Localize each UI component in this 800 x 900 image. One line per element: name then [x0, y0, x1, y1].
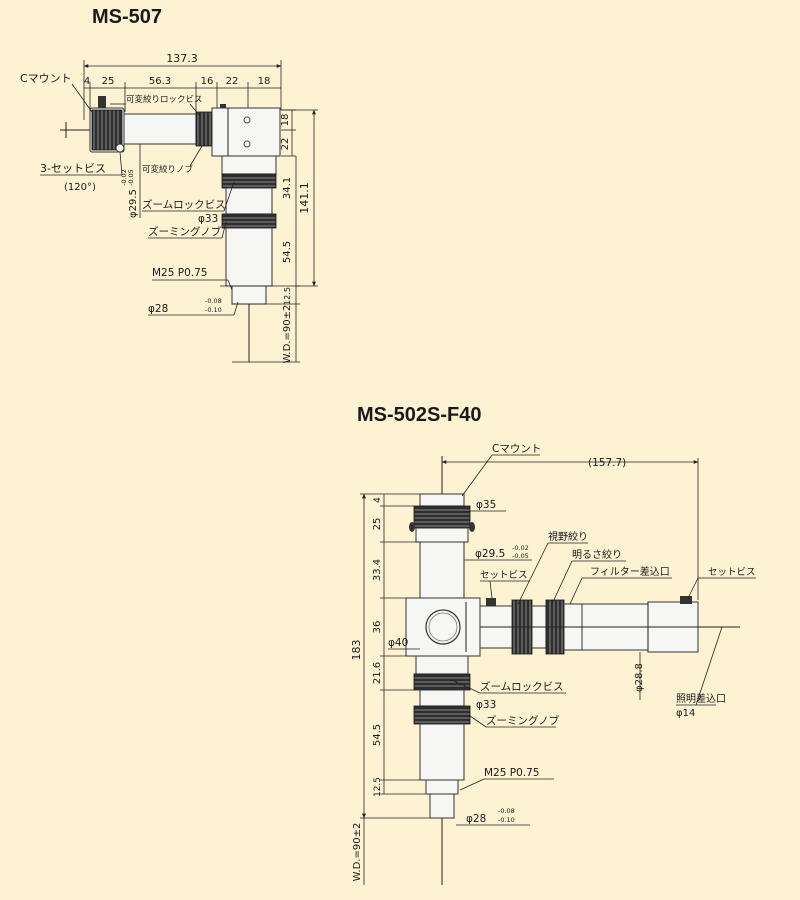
ms502-dim-25: 25 [372, 518, 383, 531]
ms502-label-set-screw-a: セットビス [480, 570, 528, 581]
ms502-dim-36: 36 [372, 621, 383, 634]
ms507-dim-12-5: 12.5 [283, 287, 292, 305]
ms507-label-120: (120°) [64, 182, 96, 193]
ms507-dim-34-1: 34.1 [282, 177, 293, 199]
ms507-title: MS-507 [92, 6, 163, 28]
ms507-dim-16: 16 [201, 76, 214, 87]
ms502-label-brightness-iris: 明るさ絞り [572, 548, 622, 561]
ms502-dim-phi40: φ40 [388, 637, 408, 649]
ms507-label-m25: M25 P0.75 [152, 267, 207, 279]
ms502-zoom-knob [413, 705, 471, 725]
ms502-drawing: 4 25 33.4 36 21.6 54.5 12.5 183 W.D.=90±… [350, 443, 756, 885]
ms502-dim-12-5: 12.5 [373, 777, 383, 797]
ms502-label-cmount: Cマウント [492, 443, 541, 455]
ms507-dim-18a: 18 [258, 76, 271, 87]
ms502-dim-phi28: φ28 [466, 813, 486, 825]
ms502-dim-phi28-tol-bot: -0.10 [498, 816, 515, 824]
ms507-dim-phi28: φ28 [148, 303, 168, 315]
ms507-label-zoom-knob: ズーミングノブ [148, 225, 222, 238]
ms507-label-3set: 3-セットビス [40, 162, 106, 175]
ms507-zoom-lock-ring [221, 173, 277, 189]
ms507-dim-4: 4 [84, 76, 90, 87]
ms502-dim-21-6: 21.6 [372, 662, 383, 684]
ms507-dim-phi29-5: φ29.5 [128, 189, 139, 218]
ms507-dim-phi28-tol-top: -0.08 [205, 297, 222, 305]
ms507-dim-18b: 18 [280, 114, 291, 127]
ms502-dim-phi33: φ33 [476, 699, 496, 711]
ms507-dim-phi33: φ33 [198, 213, 218, 225]
ms507-zoom-knob [221, 213, 277, 229]
ms502-dim-phi29-5-tol-top: -0.02 [512, 544, 529, 552]
ms502-label-illum-slot: 照明差込口 [676, 692, 726, 705]
ms507-label-zoom-lock: ズームロックビス [142, 198, 226, 211]
ms502-dim-phi29-5-tol-bot: -0.05 [512, 552, 529, 560]
ms502-label-zoom-lock: ズームロックビス [480, 680, 564, 693]
ms502-label-zoom-knob: ズーミングノブ [486, 714, 560, 727]
ms507-dim-wd: W.D.=90±2 [282, 305, 293, 364]
ms507-dim-phi29-5-tol-top: -0.02 [120, 169, 128, 186]
ms502-zoom-lock-ring [413, 673, 471, 691]
ms507-label-variable-knob: 可変絞りノブ [142, 164, 194, 175]
ms507-dim-141-1: 141.1 [298, 182, 311, 214]
ms507-label-cmount: Cマウント [20, 72, 72, 85]
ms502-label-filter-slot: フィルター差込口 [590, 565, 670, 578]
ms507-dim-22b: 22 [280, 138, 291, 151]
ms502-dim-157-7: (157.7) [588, 457, 626, 469]
ms507-dim-phi28-tol-bot: -0.10 [205, 306, 222, 314]
ms502-dim-54-5: 54.5 [372, 724, 383, 746]
ms507-dim-phi29-5-tol-bot: -0.05 [127, 169, 135, 186]
ms502-label-m25: M25 P0.75 [484, 767, 539, 779]
ms507-label-variable-lock: 可変絞りロックビス [126, 94, 203, 105]
ms502-title: MS-502S-F40 [357, 404, 482, 426]
ms502-dim-wd: W.D.=90±2 [352, 823, 363, 882]
ms507-drawing: 137.3 4 25 56.3 16 22 18 18 22 [20, 52, 318, 363]
ms507-dim-total: 137.3 [166, 52, 198, 65]
ms507-cmount-ring [91, 109, 123, 151]
ms502-dim-phi29-5: φ29.5 [475, 548, 505, 560]
ms502-dim-phi28-tol-top: -0.08 [498, 807, 515, 815]
ms507-dim-56-3: 56.3 [149, 76, 171, 87]
ms507-dim-25: 25 [102, 76, 115, 87]
ms502-dim-4: 4 [373, 497, 383, 503]
ms502-dim-33-4: 33.4 [372, 559, 383, 581]
ms502-dim-183: 183 [350, 640, 363, 661]
ms502-label-set-screw-b: セットビス [708, 567, 756, 578]
ms502-dim-phi35: φ35 [476, 499, 496, 511]
ms502-top-knurl-ring [413, 505, 471, 529]
ms502-dim-phi14: φ14 [676, 708, 695, 719]
ms507-dim-22a: 22 [226, 76, 239, 87]
ms502-dim-phi28-8: φ28.8 [634, 663, 645, 692]
ms507-dim-54-5: 54.5 [282, 241, 293, 263]
ms502-label-field-iris: 視野絞り [548, 530, 588, 543]
ms507-iris-knob [195, 111, 213, 147]
